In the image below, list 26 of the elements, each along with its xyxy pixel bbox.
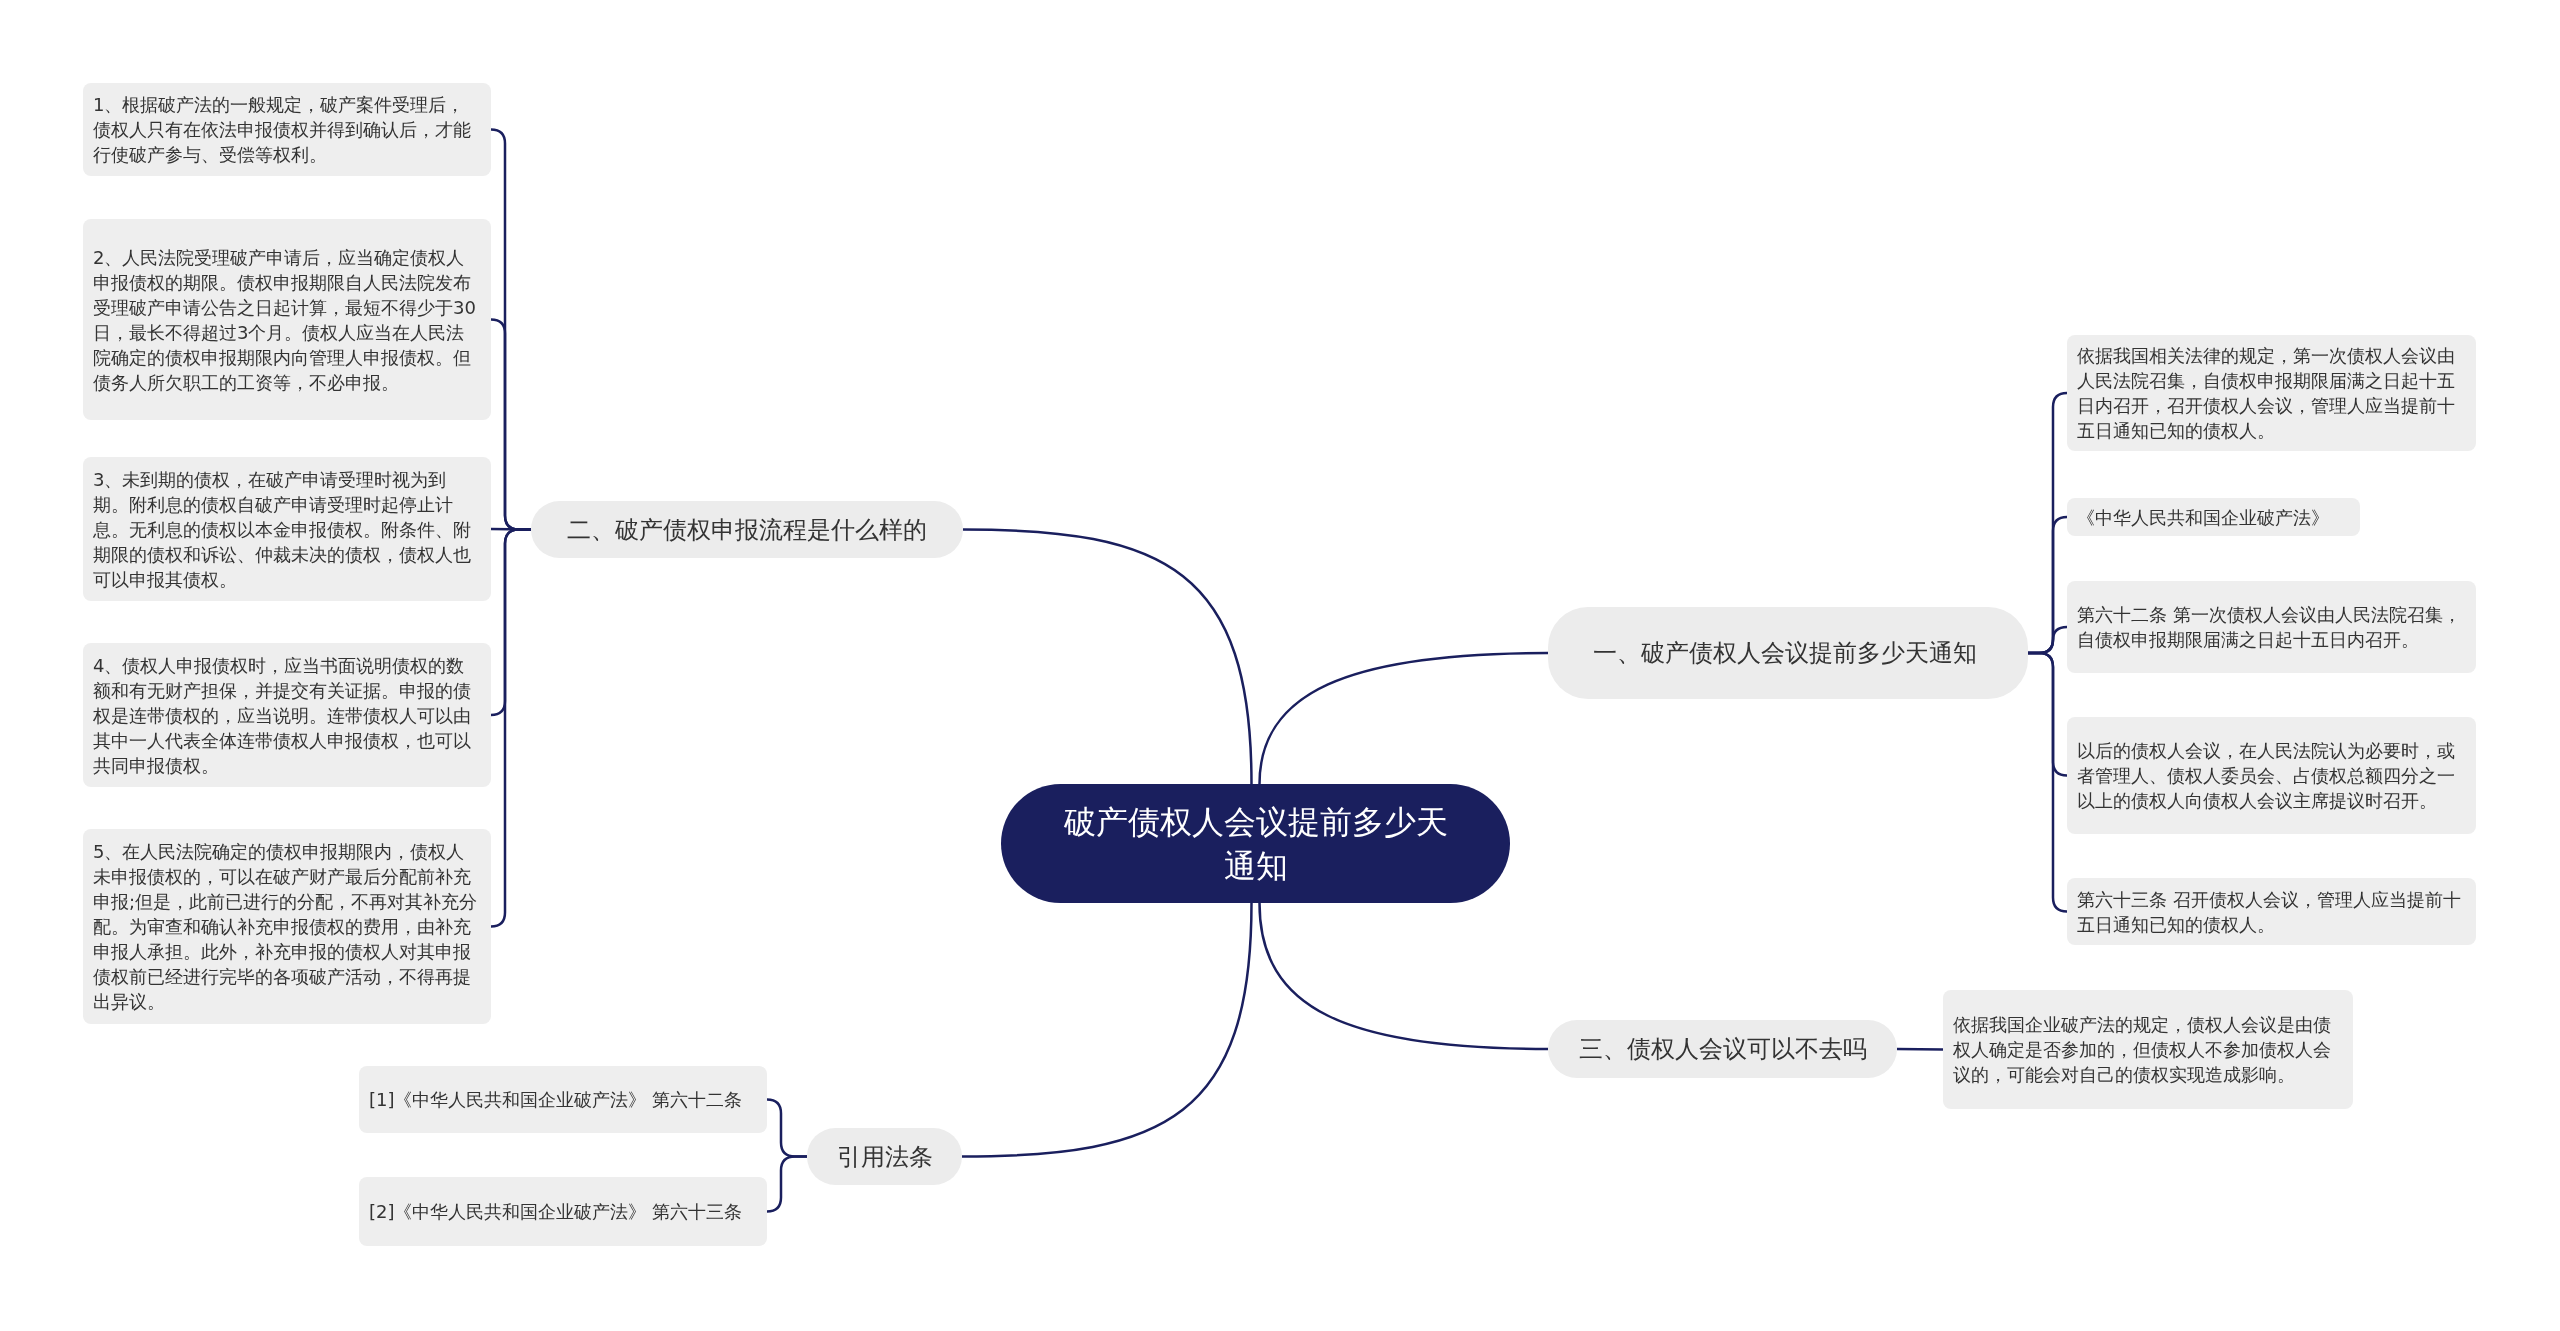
note-box: 依据我国企业破产法的规定，债权人会议是由债权人确定是否参加的，但债权人不参加债权人会议的，可能会对自己的债权实现造成影响。 — [1943, 990, 2353, 1109]
connector-line — [490, 528, 531, 928]
connector-line — [766, 1155, 807, 1213]
note-box: 4、债权人申报债权时，应当书面说明债权的数额和有无财产担保，并提交有关证据。申报的债权是连带债权的，应当说明。连带债权人可以由其中一人代表全体连带债权人申报债权，也可以共同申报债权。 — [83, 643, 491, 787]
central-topic: 破产债权人会议提前多少天通知 — [1001, 784, 1510, 903]
connector-line — [1258, 651, 1549, 785]
connector-line — [962, 528, 1253, 785]
note-box: 依据我国相关法律的规定，第一次债权人会议由人民法院召集，自债权申报期限届满之日起十五日内召开，召开债权人会议，管理人应当提前十五日通知已知的债权人。 — [2067, 335, 2476, 451]
note-box: 以后的债权人会议，在人民法院认为必要时，或者管理人、债权人委员会、占债权总额四分之一以上的债权人向债权人会议主席提议时召开。 — [2067, 717, 2476, 834]
connector-line — [1897, 1047, 1943, 1051]
note-box: 3、未到期的债权，在破产申请受理时视为到期。附利息的债权自破产申请受理时起停止计息。无利息的债权以本金申报债权。附条件、附期限的债权和诉讼、仲裁未决的债权，债权人也可以申报其债权。 — [83, 457, 491, 601]
note-box: 1、根据破产法的一般规定，破产案件受理后，债权人只有在依法申报债权并得到确认后，才能行使破产参与、受偿等权利。 — [83, 83, 491, 176]
note-box: 第六十三条 召开债权人会议，管理人应当提前十五日通知已知的债权人。 — [2067, 878, 2476, 945]
topic-box: 二、破产债权申报流程是什么样的 — [531, 501, 963, 558]
note-box: 2、人民法院受理破产申请后，应当确定债权人申报债权的期限。债权申报期限自人民法院发布受理破产申请公告之日起计算，最短不得少于30日，最长不得超过3个月。债权人应当在人民法院确定的债权申报期限内向管理人申报债权。但债务人所欠职工的工资等，不必申报。 — [83, 219, 491, 420]
note-box: [2]《中华人民共和国企业破产法》 第六十三条 — [359, 1177, 767, 1246]
topic-box: 一、破产债权人会议提前多少天通知 — [1548, 607, 2028, 699]
topic-box: 三、债权人会议可以不去吗 — [1548, 1020, 1897, 1078]
note-box: 第六十二条 第一次债权人会议由人民法院召集，自债权申报期限届满之日起十五日内召开。 — [2067, 581, 2476, 673]
note-box: 《中华人民共和国企业破产法》 — [2067, 498, 2360, 536]
connector-line — [1258, 902, 1549, 1051]
note-box: 5、在人民法院确定的债权申报期限内，债权人未申报债权的，可以在破产财产最后分配前补充申报;但是，此前已进行的分配，不再对其补充分配。为审查和确认补充申报债权的费用，由补充申报人承担。此外，补充申报的债权人对其申报债权前已经进行完毕的各项破产活动，不得再提出异议。 — [83, 829, 491, 1024]
connector-line — [2028, 651, 2068, 913]
topic-box: 引用法条 — [807, 1128, 962, 1185]
note-box: [1]《中华人民共和国企业破产法》 第六十二条 — [359, 1066, 767, 1133]
connector-line — [961, 902, 1253, 1158]
